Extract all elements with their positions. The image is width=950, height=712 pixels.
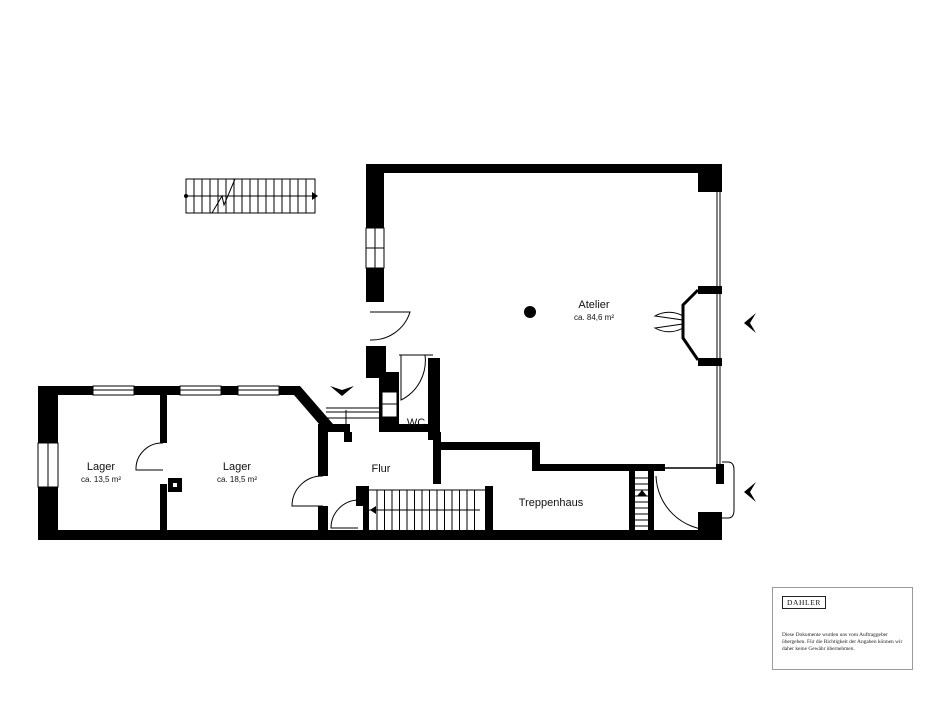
atelier-label: Atelier bbox=[578, 299, 610, 311]
wc-label: WC bbox=[407, 417, 425, 429]
treppenhaus-label: Treppenhaus bbox=[519, 497, 584, 509]
lager-right-area: ca. 18,5 m² bbox=[217, 475, 257, 484]
stair-symbol-icon bbox=[184, 178, 318, 214]
interior-walls bbox=[366, 346, 724, 484]
lower-walls bbox=[37, 385, 735, 540]
disclaimer-text: Diese Dokumente wurden uns vom Auftragge… bbox=[782, 632, 903, 653]
lager-left-label: Lager bbox=[87, 461, 115, 473]
brand-logo: DAHLER bbox=[782, 596, 827, 609]
flur-label: Flur bbox=[372, 463, 391, 475]
lager-left-area: ca. 13,5 m² bbox=[81, 475, 121, 484]
lager-right-label: Lager bbox=[223, 461, 251, 473]
door bbox=[369, 311, 411, 341]
disclaimer-box: DAHLER Diese Dokumente wurden uns vom Au… bbox=[772, 587, 913, 670]
column-icon bbox=[524, 306, 536, 318]
atelier-area: ca. 84,6 m² bbox=[574, 313, 614, 322]
entrance-arrow-icon bbox=[744, 482, 756, 502]
entrance-arrow-icon bbox=[330, 386, 354, 396]
entrance-arrow-icon bbox=[744, 313, 756, 333]
entrance-steps bbox=[326, 407, 380, 430]
atelier-walls bbox=[365, 164, 722, 470]
